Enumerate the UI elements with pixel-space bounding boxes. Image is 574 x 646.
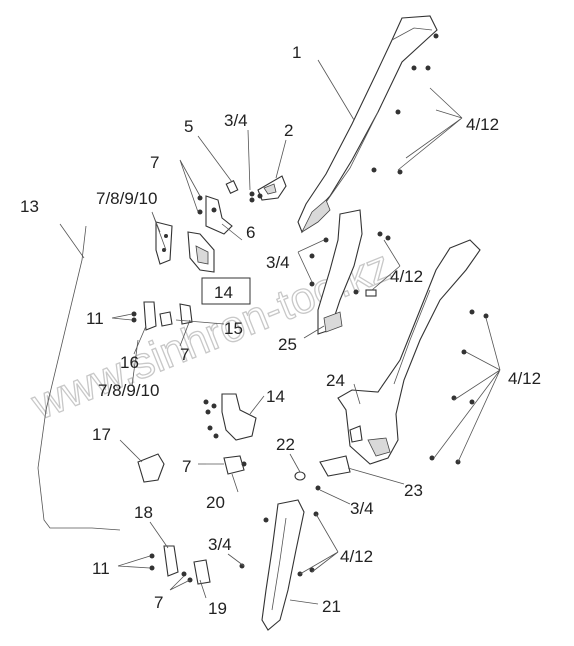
callout-11-lower: 11 <box>92 559 110 578</box>
callout-3-4-top: 3/4 <box>224 111 248 130</box>
callout-14-lower: 14 <box>266 387 285 406</box>
callout-6: 6 <box>246 223 255 242</box>
callout-7-lower-mid: 7 <box>182 457 191 476</box>
part-14-lower-bracket <box>203 393 257 441</box>
callout-11-upper: 11 <box>86 309 104 328</box>
part-22-grommet <box>294 471 306 481</box>
callout-4-12-right: 4/12 <box>508 369 541 388</box>
callout-24: 24 <box>326 371 345 390</box>
callout-16: 16 <box>120 353 139 372</box>
callout-4-12-bottom: 4/12 <box>340 547 373 566</box>
callout-3-4-lower: 3/4 <box>350 499 374 518</box>
callout-7-top: 7 <box>150 153 159 172</box>
callout-15: 15 <box>224 319 243 338</box>
part-25-mid-panel <box>309 209 391 335</box>
part-17-cap <box>137 453 165 483</box>
part-19-bracket <box>181 559 211 585</box>
callout-21: 21 <box>322 597 341 616</box>
callout-19: 19 <box>208 599 227 618</box>
part-20-pin <box>206 455 247 475</box>
part-16-latch <box>131 301 193 331</box>
part-18-hinge <box>149 545 179 577</box>
leader-lines <box>59 59 501 605</box>
callout-2: 2 <box>284 121 293 140</box>
callout-7-mid: 7 <box>180 345 189 364</box>
callout-22: 22 <box>276 435 295 454</box>
callout-23: 23 <box>404 481 423 500</box>
callout-3-4-mid: 3/4 <box>266 253 290 272</box>
callout-4-12-mid: 4/12 <box>390 267 423 286</box>
part-13-rod <box>37 225 121 531</box>
callout-17: 17 <box>92 425 111 444</box>
callout-3-4-bottom: 3/4 <box>208 535 232 554</box>
callout-20: 20 <box>206 493 225 512</box>
callout-7-8-9-10-top: 7/8/9/10 <box>96 189 157 208</box>
part-21-lower-trim <box>239 499 319 631</box>
callout-13: 13 <box>20 197 39 216</box>
callout-4-12-top: 4/12 <box>466 115 499 134</box>
part-5-clip <box>225 180 239 194</box>
part-24-b-pillar-trim <box>337 239 489 465</box>
callout-25: 25 <box>278 335 297 354</box>
part-6-bracket <box>205 195 233 235</box>
callout-14-upper: 14 <box>214 283 233 302</box>
part-1-pillar-trim <box>297 15 439 234</box>
part-23-cover <box>315 455 351 491</box>
callout-5: 5 <box>184 117 193 136</box>
callout-1: 1 <box>292 43 301 62</box>
fasteners-upper-left <box>155 191 263 273</box>
part-2-cap <box>257 175 287 201</box>
callout-box-14-upper <box>201 277 251 305</box>
callout-7-8-9-10-mid: 7/8/9/10 <box>98 381 159 400</box>
callout-7-bottom: 7 <box>154 593 163 612</box>
callout-18: 18 <box>134 503 153 522</box>
